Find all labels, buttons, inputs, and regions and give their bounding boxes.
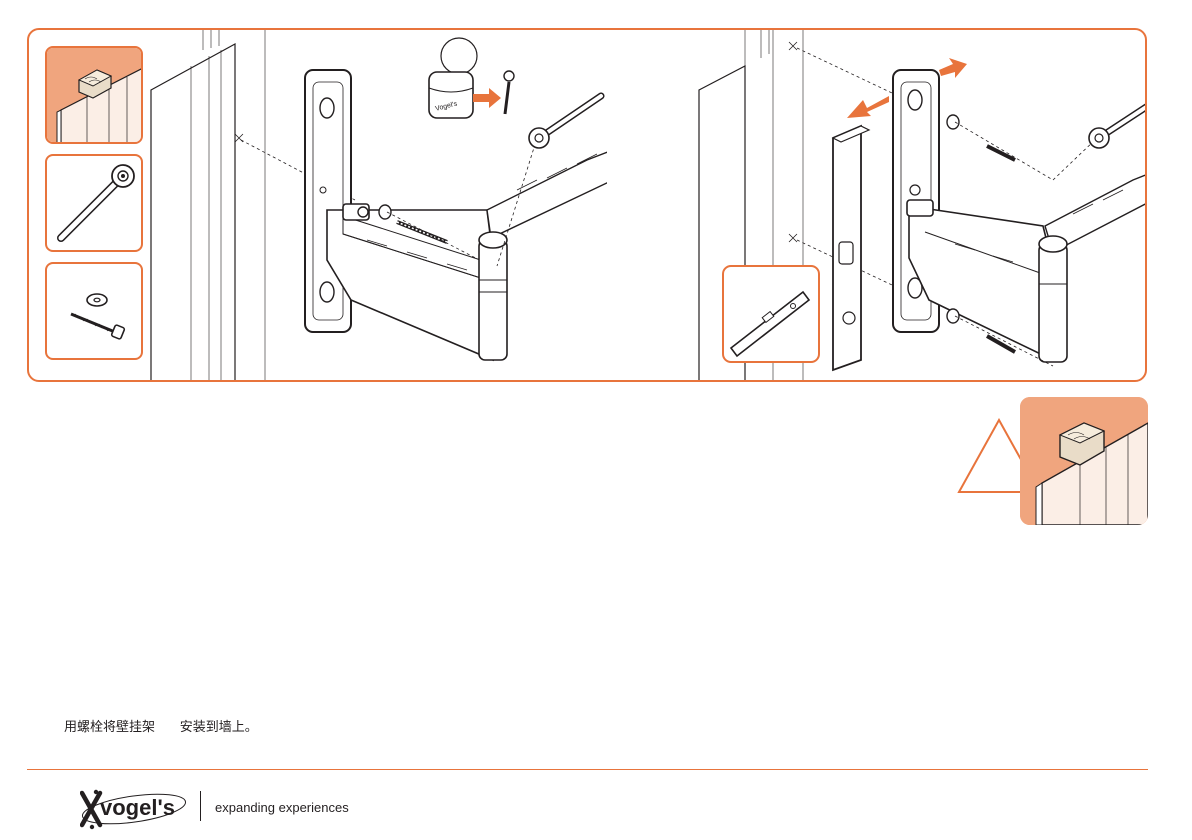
socket-wrench-thumbnail — [45, 154, 143, 252]
screw-box: Vogel's — [429, 72, 473, 118]
vogels-logo: vogel's — [80, 787, 196, 831]
step-right-illustration — [693, 30, 1147, 382]
wooden-stud-wall-icon — [47, 48, 143, 144]
step-left-illustration: Vogel's — [147, 30, 607, 382]
instruction-caption: 用螺栓将壁挂架 安装到墙上。 — [64, 716, 258, 735]
instruction-panel: Vogel's — [27, 28, 1147, 382]
wooden-stud-wall-icon — [1020, 397, 1148, 525]
logo-divider — [200, 791, 201, 821]
brand-tagline: expanding experiences — [215, 800, 349, 815]
brand-wordmark: vogel's — [100, 795, 175, 820]
washer-and-lag-screw-icon — [47, 264, 143, 360]
socket-wrench-icon — [47, 156, 143, 252]
stud-wall-thumbnail — [45, 46, 143, 144]
stud-wall-warning-card — [1020, 397, 1148, 525]
spirit-level-inset — [723, 266, 819, 362]
washer-screw-thumbnail — [45, 262, 143, 360]
footer-divider — [27, 769, 1148, 770]
